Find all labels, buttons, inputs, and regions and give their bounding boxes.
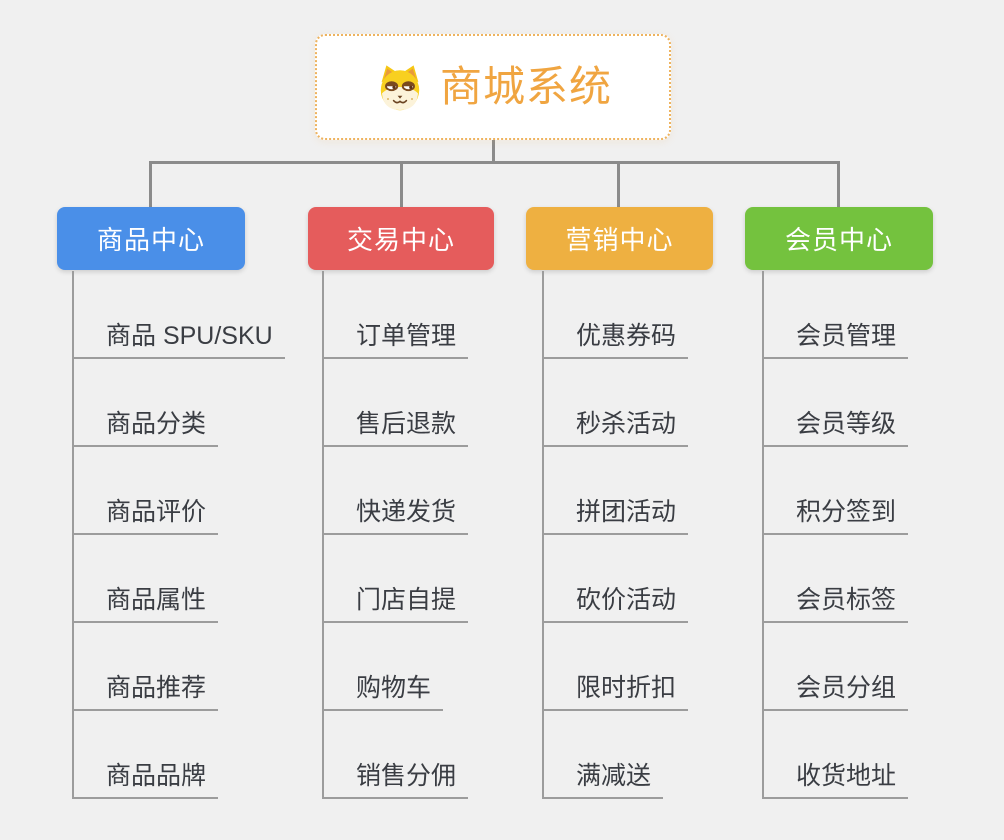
leaf-node[interactable]: 会员管理 xyxy=(764,271,909,359)
leaf-node[interactable]: 商品品牌 xyxy=(74,711,219,799)
branch-label: 营销中心 xyxy=(565,225,674,255)
leaf-node[interactable]: 拼团活动 xyxy=(544,447,689,535)
leaf-node[interactable]: 快递发货 xyxy=(324,447,469,535)
leaf-node[interactable]: 满减送 xyxy=(544,711,664,799)
root-node-mall-system[interactable]: 商城系统 xyxy=(315,34,671,140)
connector-root-vertical xyxy=(492,139,495,163)
child-column-member-center: 会员管理 会员等级 积分签到 会员标签 会员分组 收货地址 xyxy=(762,271,909,799)
leaf-node[interactable]: 商品属性 xyxy=(74,535,219,623)
branch-label: 会员中心 xyxy=(784,225,893,255)
leaf-node[interactable]: 商品分类 xyxy=(74,359,219,447)
connector-drop-branch-1 xyxy=(400,161,403,208)
branch-node-member-center[interactable]: 会员中心 xyxy=(745,207,933,270)
leaf-node[interactable]: 商品推荐 xyxy=(74,623,219,711)
leaf-node[interactable]: 砍价活动 xyxy=(544,535,689,623)
leaf-node[interactable]: 会员标签 xyxy=(764,535,909,623)
leaf-node[interactable]: 购物车 xyxy=(324,623,444,711)
child-column-product-center: 商品 SPU/SKU 商品分类 商品评价 商品属性 商品推荐 商品品牌 xyxy=(72,271,285,799)
connector-drop-branch-3 xyxy=(837,161,840,208)
leaf-node[interactable]: 优惠券码 xyxy=(544,271,689,359)
leaf-node[interactable]: 商品评价 xyxy=(74,447,219,535)
connector-horizontal-bus xyxy=(149,161,840,164)
child-column-trade-center: 订单管理 售后退款 快递发货 门店自提 购物车 销售分佣 xyxy=(322,271,469,799)
leaf-node[interactable]: 秒杀活动 xyxy=(544,359,689,447)
leaf-node[interactable]: 会员分组 xyxy=(764,623,909,711)
leaf-node[interactable]: 销售分佣 xyxy=(324,711,469,799)
branch-label: 商品中心 xyxy=(96,225,205,255)
leaf-node[interactable]: 会员等级 xyxy=(764,359,909,447)
branch-node-product-center[interactable]: 商品中心 xyxy=(57,207,245,270)
branch-label: 交易中心 xyxy=(346,225,455,255)
branch-node-trade-center[interactable]: 交易中心 xyxy=(308,207,494,270)
branch-node-marketing-center[interactable]: 营销中心 xyxy=(526,207,713,270)
leaf-node[interactable]: 收货地址 xyxy=(764,711,909,799)
shiba-dog-icon xyxy=(380,65,420,111)
root-title: 商城系统 xyxy=(439,63,612,110)
leaf-node[interactable]: 商品 SPU/SKU xyxy=(74,271,285,359)
leaf-node[interactable]: 限时折扣 xyxy=(544,623,689,711)
child-column-marketing-center: 优惠券码 秒杀活动 拼团活动 砍价活动 限时折扣 满减送 xyxy=(542,271,689,799)
leaf-node[interactable]: 门店自提 xyxy=(324,535,469,623)
connector-drop-branch-2 xyxy=(617,161,620,208)
leaf-node[interactable]: 售后退款 xyxy=(324,359,469,447)
connector-drop-branch-0 xyxy=(149,161,152,208)
leaf-node[interactable]: 积分签到 xyxy=(764,447,909,535)
leaf-node[interactable]: 订单管理 xyxy=(324,271,469,359)
